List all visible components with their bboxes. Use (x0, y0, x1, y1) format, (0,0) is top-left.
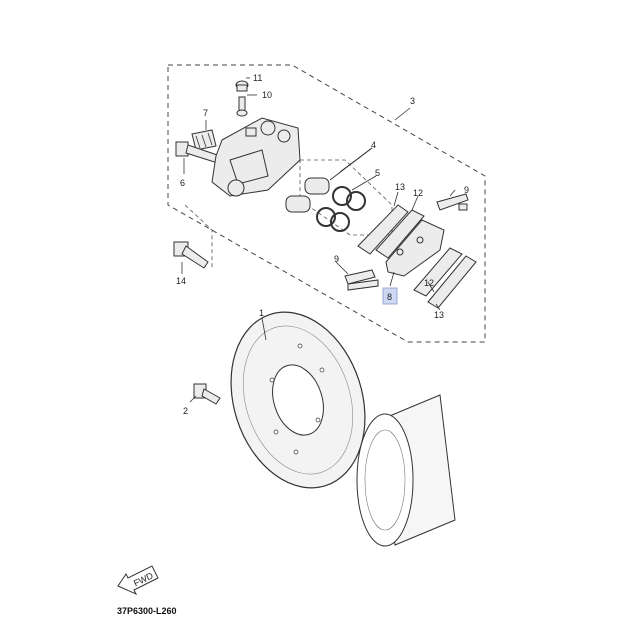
callout-2: 2 (183, 406, 188, 416)
pad-pin-upper (436, 193, 469, 211)
bleed-screw (236, 96, 248, 117)
callout-8: 8 (387, 292, 392, 302)
callout-7: 7 (203, 108, 208, 118)
caliper-body (211, 117, 301, 197)
callout-10: 10 (262, 90, 272, 100)
callout-12-lower: 12 (424, 278, 434, 288)
pad-outer (413, 247, 463, 297)
callout-5: 5 (375, 168, 380, 178)
disc-bolt (193, 383, 221, 405)
pin-boot (191, 129, 217, 151)
callout-9-upper: 9 (464, 185, 469, 195)
pad-support (385, 219, 445, 277)
mount-bolt (173, 241, 209, 269)
pad-pin-lower (344, 269, 379, 291)
callout-13-upper: 13 (395, 182, 405, 192)
fwd-arrow: FWD (117, 565, 159, 596)
bleed-cap (235, 80, 249, 92)
callout-11: 11 (253, 73, 262, 83)
callout-3: 3 (410, 96, 415, 106)
bolt-bracket-line (184, 204, 213, 268)
callout-4: 4 (371, 140, 376, 150)
callout-14: 14 (176, 276, 186, 286)
callout-9-lower: 9 (334, 254, 339, 264)
callout-1: 1 (259, 308, 264, 318)
caliper-assembly-boundary (167, 64, 486, 343)
shim-outer (427, 255, 477, 309)
callout-12-upper: 12 (413, 188, 423, 198)
pistons (285, 177, 330, 213)
callout-6: 6 (180, 178, 185, 188)
callout-13-lower: 13 (434, 310, 444, 320)
pad-inner (375, 209, 425, 259)
highlight-box-8 (382, 287, 398, 305)
wheel-hub (356, 394, 456, 547)
shim-inner (357, 204, 409, 255)
diagram-code: 37P6300-L260 (117, 606, 177, 616)
piston-seals (316, 186, 366, 232)
brake-disc (230, 311, 366, 489)
